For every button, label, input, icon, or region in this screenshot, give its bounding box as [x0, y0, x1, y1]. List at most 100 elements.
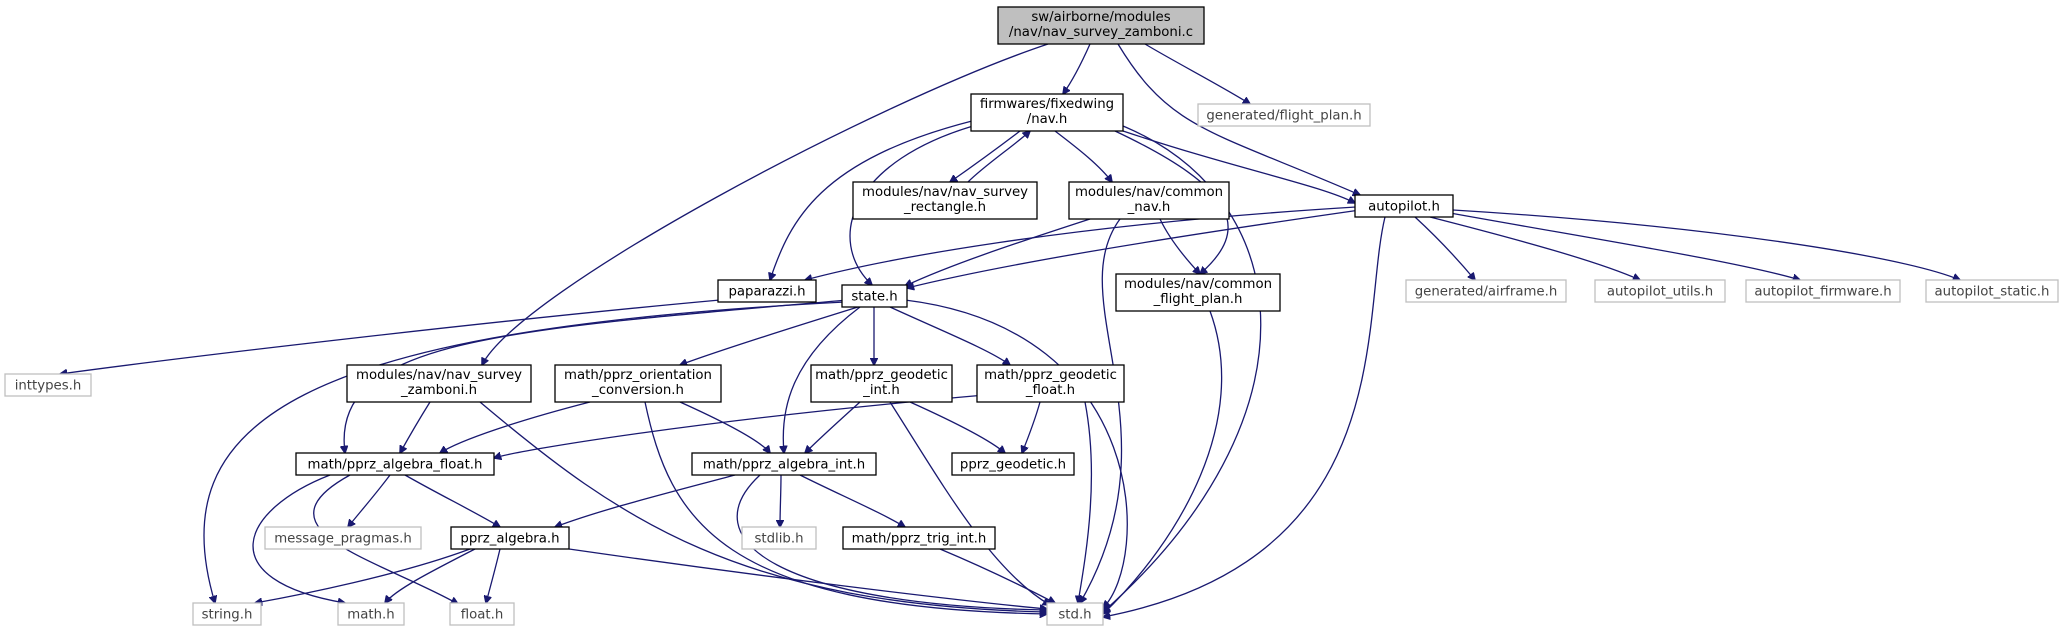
node-box — [970, 93, 1124, 132]
node-label: pprz_algebra.h — [460, 532, 559, 547]
node-survey-rect[interactable]: modules/nav/nav_survey_rectangle.h — [852, 181, 1038, 220]
node-box — [346, 364, 532, 403]
edge-autopilot-to-state — [907, 209, 1361, 288]
node-geo-int[interactable]: math/pprz_geodetic_int.h — [810, 364, 953, 403]
node-label: modules/nav/nav_survey — [862, 185, 1028, 200]
node-label: modules/nav/nav_survey — [356, 368, 522, 383]
edge-geo_int-to-std — [889, 401, 1050, 605]
node-paparazzi[interactable]: paparazzi.h — [717, 279, 817, 303]
node-label: _flight_plan.h — [1153, 292, 1243, 307]
edge-orient-to-alg_float — [440, 401, 591, 453]
node-label: message_pragmas.h — [274, 532, 412, 547]
node-label: modules/nav/common — [1124, 277, 1272, 292]
edge-orient-to-std — [644, 401, 1047, 614]
node-label: /nav.h — [1027, 112, 1068, 127]
edge-autopilot-to-ap_utils — [1429, 216, 1640, 280]
node-label: state.h — [851, 290, 897, 305]
edge-trig-to-std — [939, 548, 1055, 603]
node-label: _rectangle.h — [903, 200, 986, 215]
node-label: modules/nav/common — [1075, 185, 1223, 200]
node-box — [450, 526, 570, 550]
node-label: _int.h — [862, 383, 900, 398]
edge-algebra-to-float — [486, 548, 501, 603]
node-box — [1046, 602, 1104, 626]
node-label: /nav/nav_survey_zamboni.c — [1009, 25, 1193, 40]
node-box — [1925, 279, 2059, 303]
node-label: stdlib.h — [754, 532, 803, 547]
node-algebra[interactable]: pprz_algebra.h — [450, 526, 570, 550]
node-root[interactable]: sw/airborne/modules/nav/nav_survey_zambo… — [997, 6, 1205, 45]
edge-paparazzi-to-inttypes — [60, 299, 721, 374]
edge-survey_rect-to-nav_h — [967, 131, 1030, 183]
edge-alg_int-to-stdlib — [780, 474, 781, 527]
node-flight-plan: generated/flight_plan.h — [1197, 103, 1371, 127]
node-autopilot[interactable]: autopilot.h — [1354, 194, 1454, 218]
node-box — [741, 526, 817, 550]
node-inttypes: inttypes.h — [4, 373, 92, 397]
edge-state-to-std — [904, 299, 1128, 608]
node-box — [951, 452, 1075, 476]
node-box — [810, 364, 953, 403]
node-trig[interactable]: math/pprz_trig_int.h — [842, 526, 996, 550]
node-label: autopilot.h — [1368, 200, 1440, 215]
node-label: firmwares/fixedwing — [980, 97, 1114, 112]
node-alg-int[interactable]: math/pprz_algebra_int.h — [691, 452, 877, 476]
node-msg-pragmas: message_pragmas.h — [264, 526, 422, 550]
node-geodetic[interactable]: pprz_geodetic.h — [951, 452, 1075, 476]
node-geo-float[interactable]: math/pprz_geodetic_float.h — [976, 364, 1125, 403]
node-box — [264, 526, 422, 550]
node-box — [4, 373, 92, 397]
node-label: math.h — [347, 608, 394, 623]
edge-root-to-flight_plan — [1144, 43, 1250, 104]
node-box — [1405, 279, 1567, 303]
edge-algebra-to-string — [255, 548, 471, 603]
node-label: math/pprz_algebra_int.h — [703, 458, 865, 473]
node-label: math/pprz_geodetic — [984, 368, 1117, 383]
edge-common_nav-to-common_fp — [1159, 218, 1200, 274]
node-label: _float.h — [1025, 383, 1075, 398]
node-stdlib: stdlib.h — [741, 526, 817, 550]
edge-nav_h-to-autopilot — [1122, 130, 1355, 203]
edge-nav_h-to-std — [1103, 125, 1262, 612]
node-common-fp[interactable]: modules/nav/common_flight_plan.h — [1115, 273, 1281, 312]
node-box — [717, 279, 817, 303]
node-label: autopilot_utils.h — [1607, 285, 1713, 300]
node-state[interactable]: state.h — [841, 284, 908, 308]
edge-geo_float-to-alg_float — [494, 394, 986, 458]
node-label: autopilot_firmware.h — [1754, 285, 1891, 300]
node-ap-static: autopilot_static.h — [1925, 279, 2059, 303]
node-box — [1197, 103, 1371, 127]
edge-alg_float-to-msg_pragmas — [348, 474, 391, 527]
node-alg-float[interactable]: math/pprz_algebra_float.h — [295, 452, 495, 476]
node-label: paparazzi.h — [728, 285, 805, 300]
node-common-nav[interactable]: modules/nav/common_nav.h — [1068, 181, 1230, 220]
edge-geo_float-to-std — [1078, 401, 1093, 603]
edge-autopilot-to-paparazzi — [805, 206, 1357, 280]
node-nav-h[interactable]: firmwares/fixedwing/nav.h — [970, 93, 1124, 132]
node-ap-firmware: autopilot_firmware.h — [1745, 279, 1901, 303]
node-float: float.h — [449, 602, 515, 626]
node-box — [1354, 194, 1454, 218]
node-label: inttypes.h — [15, 379, 82, 394]
edge-alg_int-to-algebra — [555, 474, 736, 527]
node-zamboni-h[interactable]: modules/nav/nav_survey_zamboni.h — [346, 364, 532, 403]
node-label: autopilot_static.h — [1935, 285, 2050, 300]
nodes-layer: sw/airborne/modules/nav/nav_survey_zambo… — [4, 6, 2059, 626]
edge-state-to-orient — [680, 306, 859, 365]
node-std: std.h — [1046, 602, 1104, 626]
edges-layer — [60, 43, 1960, 617]
node-string: string.h — [192, 602, 262, 626]
node-label: std.h — [1058, 608, 1091, 623]
node-label: sw/airborne/modules — [1031, 10, 1170, 25]
node-label: pprz_geodetic.h — [960, 458, 1066, 473]
node-label: float.h — [461, 608, 504, 623]
edge-state-to-string — [203, 301, 846, 603]
node-orient[interactable]: math/pprz_orientation_conversion.h — [554, 364, 722, 403]
node-box — [1745, 279, 1901, 303]
node-label: math/pprz_algebra_float.h — [308, 458, 483, 473]
node-label: string.h — [202, 608, 253, 623]
edge-state-to-alg_float — [344, 299, 849, 453]
node-label: math/pprz_geodetic — [815, 368, 948, 383]
node-label: generated/airframe.h — [1415, 285, 1558, 300]
